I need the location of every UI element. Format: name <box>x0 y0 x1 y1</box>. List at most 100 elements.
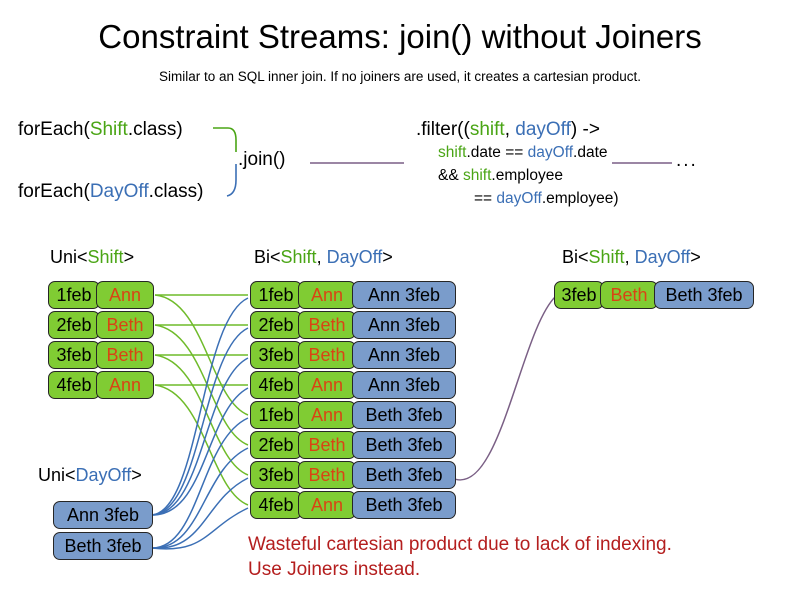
filter-param-shift: shift <box>469 119 505 140</box>
fact-employee: Ann <box>298 371 356 399</box>
filter-l4-eq: == <box>474 190 497 207</box>
ellipsis-text: ... <box>676 150 698 171</box>
foreach-dayoff-code: forEach(DayOff.class) <box>18 180 204 203</box>
fact-employee: Ann <box>96 281 154 309</box>
fact-card-row[interactable]: Beth 3feb <box>53 532 153 560</box>
fact-date: 3feb <box>554 281 604 309</box>
filter-line-2: shift.date == dayOff.date <box>416 141 619 164</box>
foreach-shift-type: Shift <box>89 119 128 140</box>
label-bi-right-type2: DayOff <box>634 247 691 267</box>
label-bi-right-comma: , <box>624 247 635 267</box>
fact-dayoff: Beth 3feb <box>352 431 456 459</box>
filter-line-4: == dayOff.employee) <box>416 187 619 210</box>
fact-date: 3feb <box>250 461 302 489</box>
label-uni-shift: Uni<Shift> <box>50 246 134 268</box>
fact-employee: Ann <box>298 401 356 429</box>
fact-date: 2feb <box>250 431 302 459</box>
fact-dayoff: Beth 3feb <box>352 461 456 489</box>
filter-l3-employee: .employee <box>491 167 563 184</box>
fact-employee: Beth <box>298 461 356 489</box>
filter-arrow: ) -> <box>570 119 600 140</box>
join-call-code: .join() <box>238 149 286 170</box>
fact-date: 3feb <box>48 341 100 369</box>
warning-line-1: Wasteful cartesian product due to lack o… <box>248 534 672 555</box>
fact-date: 1feb <box>250 281 302 309</box>
fact-date: 2feb <box>48 311 100 339</box>
fact-employee: Beth <box>600 281 658 309</box>
fact-employee: Beth <box>96 311 154 339</box>
foreach-dayoff-prefix: forEach( <box>18 181 90 202</box>
slide-subtitle: Similar to an SQL inner join. If no join… <box>159 69 641 84</box>
filter-l2-shift: shift <box>438 144 467 161</box>
filter-l4-dayoff: dayOff <box>496 190 542 207</box>
label-bi-right-prefix: Bi< <box>562 247 589 267</box>
label-bi-middle-prefix: Bi< <box>254 247 281 267</box>
label-uni-shift-prefix: Uni< <box>50 247 88 267</box>
warning-line-2: Use Joiners instead. <box>248 559 421 580</box>
fact-dayoff: Ann 3feb <box>352 311 456 339</box>
fact-dayoff: Ann 3feb <box>352 281 456 309</box>
filter-param-comma: , <box>504 119 516 140</box>
foreach-shift-prefix: forEach( <box>18 119 90 140</box>
filter-l3-and: && <box>438 167 463 184</box>
label-bi-middle-suffix: > <box>382 247 393 267</box>
label-bi-middle-comma: , <box>316 247 327 267</box>
slide-title: Constraint Streams: join() without Joine… <box>98 18 702 55</box>
filter-l2-date: .date <box>573 144 608 161</box>
fact-date: 2feb <box>250 311 302 339</box>
filter-l2-date-eq: .date == <box>466 144 528 161</box>
filter-l4-employee: .employee) <box>541 190 619 207</box>
label-uni-shift-type: Shift <box>87 247 124 267</box>
fact-date: 4feb <box>250 491 302 519</box>
fact-dayoff: Beth 3feb <box>654 281 754 309</box>
fact-employee: Beth <box>298 431 356 459</box>
label-uni-dayoff-suffix: > <box>131 465 142 485</box>
foreach-dayoff-suffix: .class) <box>148 181 204 202</box>
filter-line-1: .filter((shift, dayOff) -> <box>416 118 619 141</box>
warning-text: Wasteful cartesian product due to lack o… <box>248 532 672 582</box>
fact-date: 3feb <box>250 341 302 369</box>
fact-dayoff: Beth 3feb <box>53 532 153 560</box>
fact-date: 1feb <box>48 281 100 309</box>
label-bi-right-type1: Shift <box>588 247 625 267</box>
fact-dayoff: Beth 3feb <box>352 491 456 519</box>
label-bi-middle: Bi<Shift, DayOff> <box>254 246 393 268</box>
fact-date: 1feb <box>250 401 302 429</box>
fact-employee: Beth <box>96 341 154 369</box>
fact-employee: Beth <box>298 311 356 339</box>
fact-card-row[interactable]: Ann 3feb <box>53 501 153 529</box>
fact-dayoff: Ann 3feb <box>352 371 456 399</box>
label-bi-right: Bi<Shift, DayOff> <box>562 246 701 268</box>
fact-dayoff: Beth 3feb <box>352 401 456 429</box>
filter-param-dayoff: dayOff <box>515 119 571 140</box>
label-uni-dayoff-type: DayOff <box>75 465 132 485</box>
fact-employee: Ann <box>298 281 356 309</box>
foreach-shift-suffix: .class) <box>127 119 183 140</box>
filter-l2-dayoff: dayOff <box>527 144 574 161</box>
fact-date: 4feb <box>250 371 302 399</box>
fact-employee: Beth <box>298 341 356 369</box>
filter-prefix: .filter(( <box>416 119 470 140</box>
filter-l3-shift: shift <box>462 167 492 184</box>
label-uni-dayoff: Uni<DayOff> <box>38 464 142 486</box>
fact-dayoff: Ann 3feb <box>352 341 456 369</box>
label-uni-dayoff-prefix: Uni< <box>38 465 76 485</box>
foreach-shift-code: forEach(Shift.class) <box>18 118 183 141</box>
fact-date: 4feb <box>48 371 100 399</box>
label-uni-shift-suffix: > <box>123 247 135 267</box>
fact-employee: Ann <box>298 491 356 519</box>
